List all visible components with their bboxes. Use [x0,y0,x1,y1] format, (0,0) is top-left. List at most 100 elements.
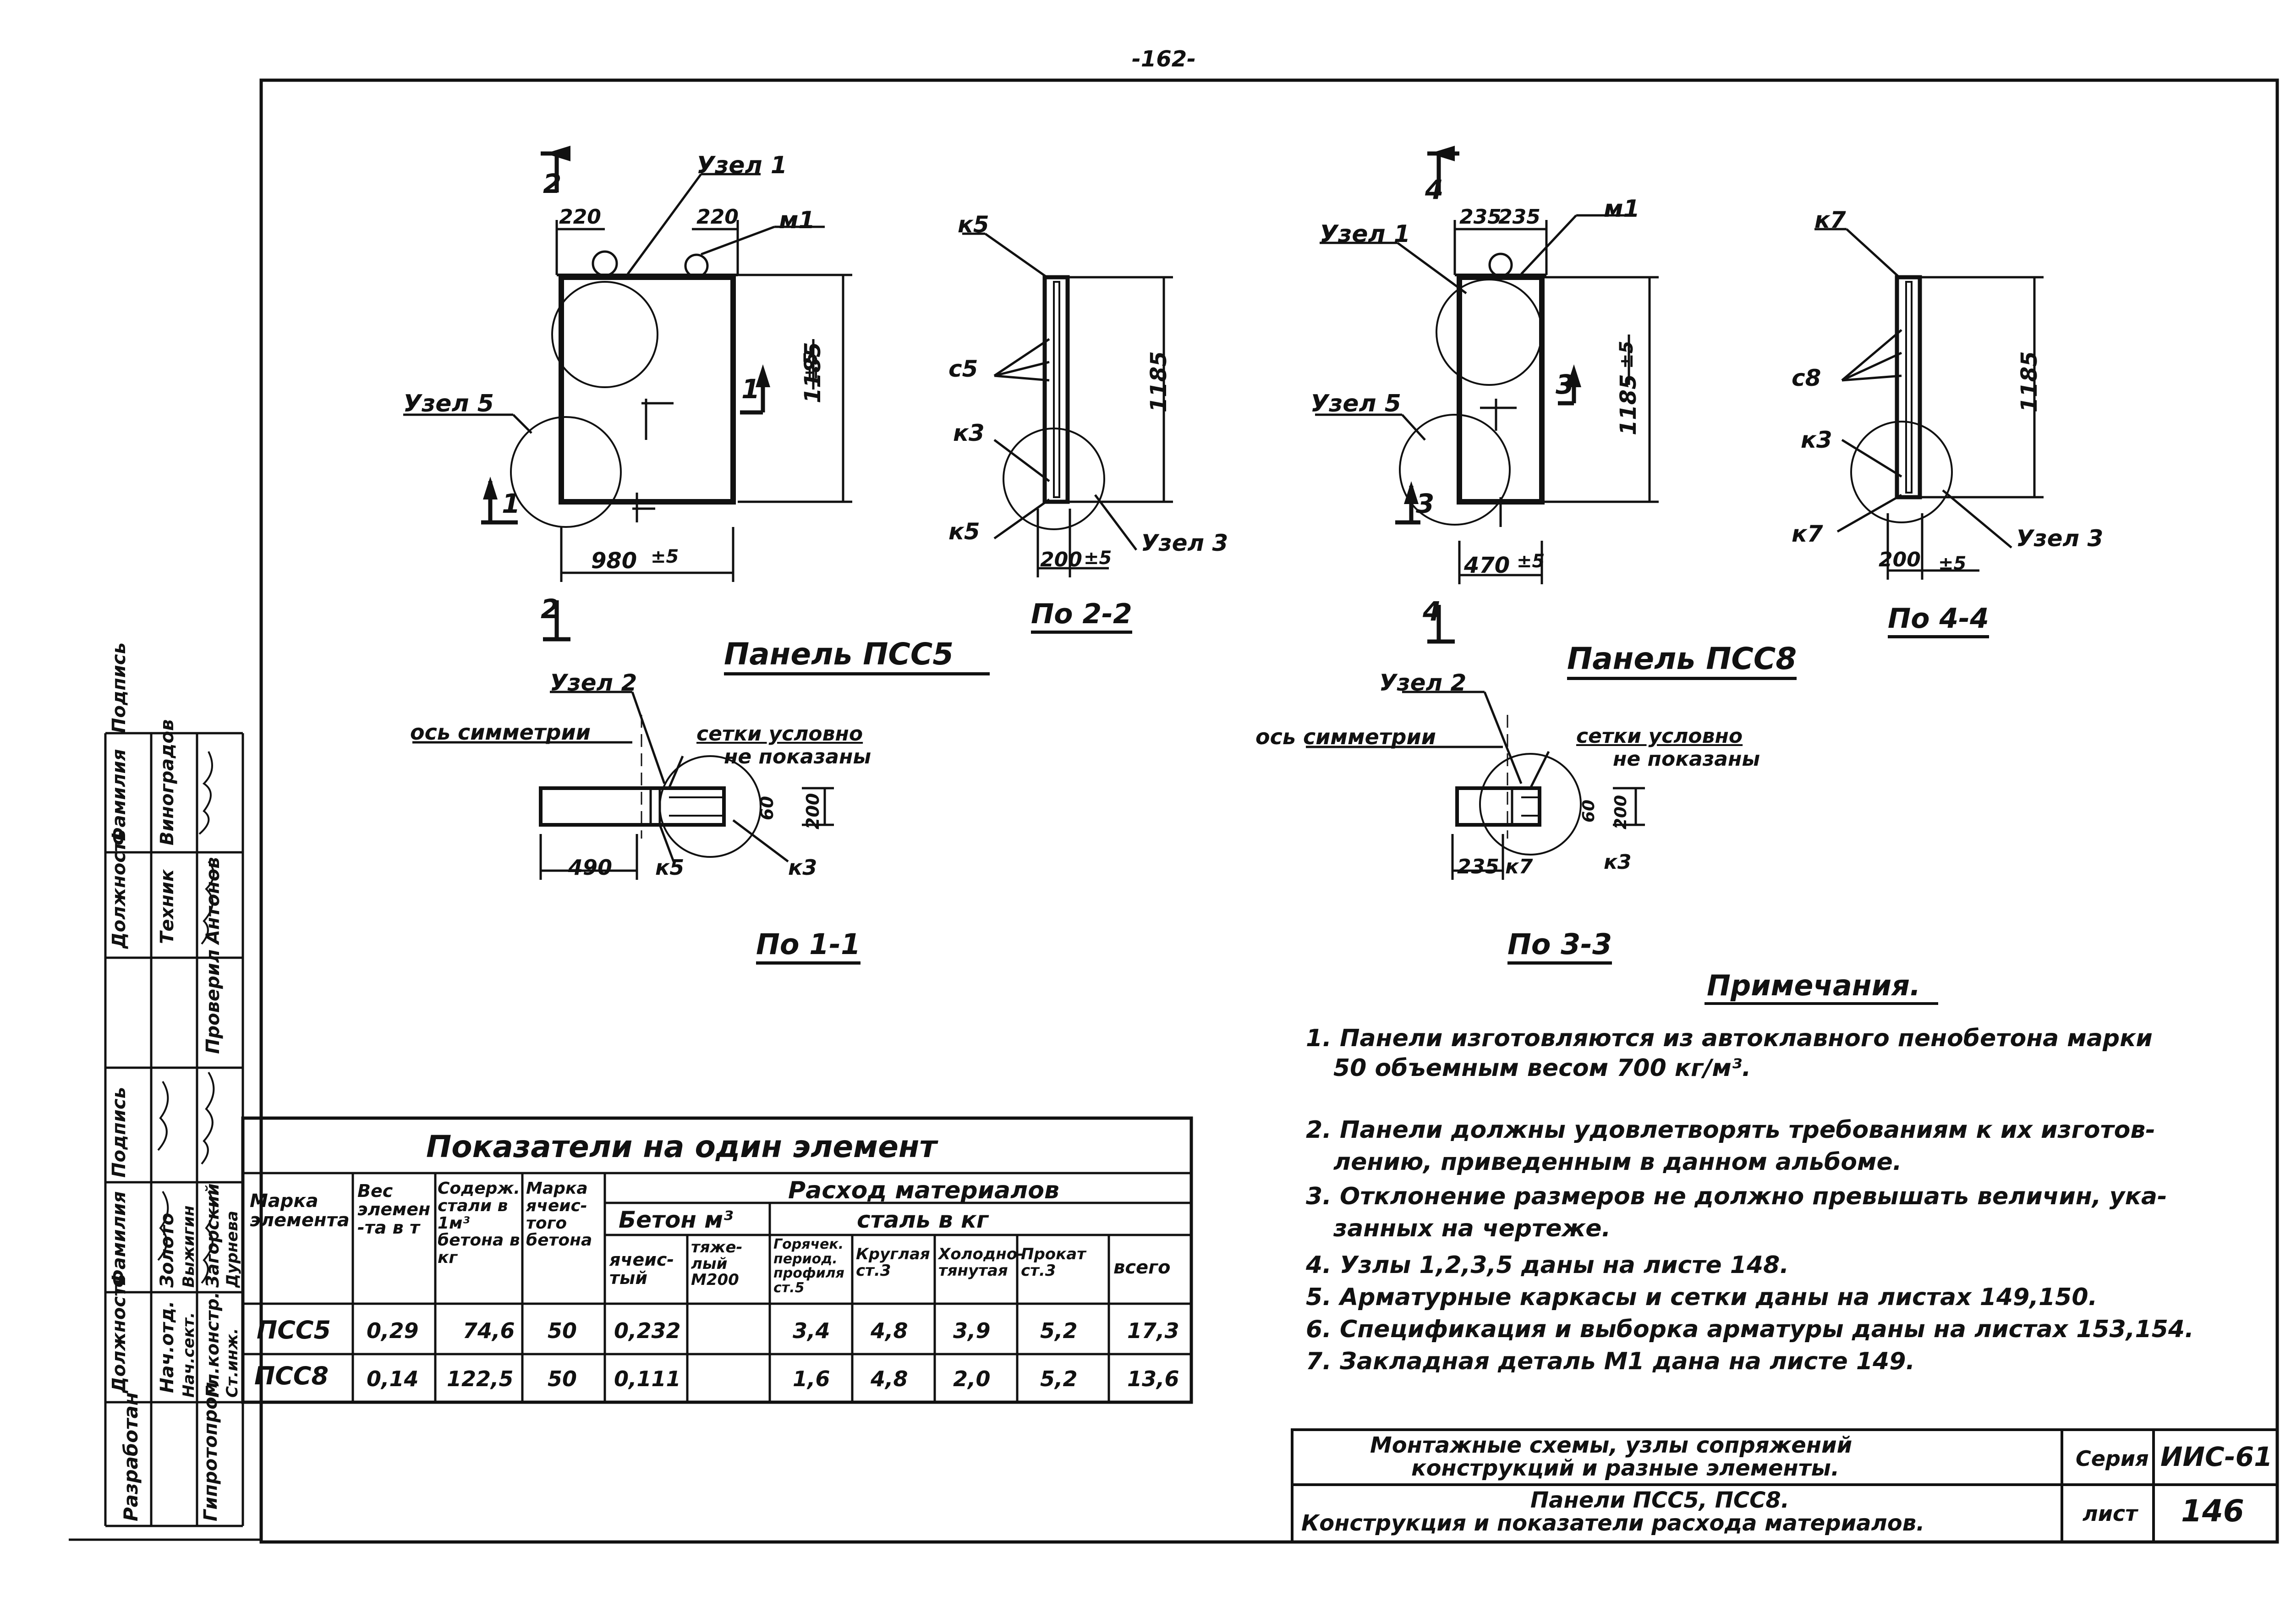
org-giprotoprom: Гипротопром [200,1382,221,1521]
title-line-1: Монтажные схемы, узлы сопряжений [1370,1432,1853,1458]
note-line-9: 6. Спецификация и выборка арматуры даны … [1306,1316,2194,1343]
col-steel-content-header: Содерж. стали в 1м³ бетона в кг [438,1179,520,1267]
col-hot-header: Горячек. период. профиля ст.5 [773,1236,844,1296]
pss5-dim-220-left: 220 [559,205,601,229]
table-title: Показатели на один элемент [426,1129,937,1164]
pss8-elevation [1315,151,1659,644]
pss8-section-mark-4-top: 4 [1425,174,1444,205]
sheet-label: лист [2083,1501,2138,1526]
sec11-k5: к5 [655,855,685,880]
sec22-c5: с5 [948,356,978,382]
row1-round: 4,8 [871,1318,908,1343]
org-developed: Разработан [120,1392,142,1521]
sec33-node2: Узел 2 [1379,669,1467,696]
sec22-k5-top: к5 [958,211,989,238]
sec44-k3: к3 [1801,427,1832,453]
sig-head-dept: Нач.отд. [157,1300,178,1393]
pss8-section-mark-3-left: 3 [1416,488,1435,519]
sec22-dim-tol: ±5 [1084,548,1112,569]
sec11-meshes-note-1: сетки условно [696,722,863,746]
sec33-dim-200: 200 [1611,795,1630,829]
pss5-node5-callout: Узел 5 [403,390,494,417]
pss8-node5-callout: Узел 5 [1310,390,1401,417]
pss8-dim-235-right: 235 [1498,205,1540,229]
pss5-dim-980: 980 [591,548,637,574]
pss5-title: Панель ПСС5 [724,639,990,675]
notes-title: Примечания. [1707,969,1921,1002]
row2-total: 13,6 [1127,1366,1179,1391]
table-materials-header: Расход материалов [788,1177,1059,1204]
sig-senior-engineer: Ст.инж. [223,1328,241,1398]
pss5-section-mark-1-right: 1 [741,373,760,405]
sec33-dim-60: 60 [1579,799,1598,823]
pss8-section-mark-3-right: 3 [1556,369,1574,400]
sec44-c8: с8 [1792,365,1821,391]
sec11-dim-200: 200 [803,793,823,829]
row2-weight: 0,14 [367,1366,419,1391]
section-4-4 [1814,228,2044,580]
sig-technician: Техник [157,869,178,944]
row2-round: 4,8 [871,1366,908,1391]
sec33-k7: к7 [1505,855,1533,878]
sec44-k7-top: к7 [1814,207,1846,233]
col-cellular-grade-header: Марка ячеис- того бетона [526,1179,592,1250]
sheet-frame [259,78,2279,1544]
sec11-k3: к3 [788,855,817,880]
row1-hot: 3,4 [793,1318,830,1343]
col-rolled-header: Прокат ст.3 [1021,1245,1086,1280]
pss5-section-mark-2-top: 2 [543,168,562,199]
sec33-meshes-note-1: сетки условно [1576,724,1743,748]
pss5-dim-tol-v: ±5 [800,352,822,380]
title-block-grid [1291,1428,2279,1543]
note-line-5: 3. Отклонение размеров не должно превыша… [1306,1183,2167,1210]
sec44-dim-1185: 1185 [2017,351,2042,412]
sec11-title: По 1-1 [756,930,861,965]
col-heavy-header: тяже- лый М200 [691,1238,743,1289]
sheet-value: 146 [2181,1493,2244,1529]
pss5-dim-220-right: 220 [696,205,739,229]
pss8-dim-1185: 1185 [1616,374,1641,435]
note-line-1: 1. Панели изготовляются из автоклавного … [1306,1025,2153,1052]
pss5-section-mark-1-left: 1 [502,488,521,519]
col-total-header: всего [1113,1257,1171,1278]
signature-scribbles [157,751,215,1284]
pss5-node1-callout: Узел 1 [696,152,787,179]
pss5-m1-callout: м1 [779,207,815,234]
series-value: ИИС-61 [2160,1441,2273,1472]
note-line-8: 5. Арматурные каркасы и сетки даны на ли… [1306,1284,2098,1311]
sig-header-name-1: Фамилия [109,749,130,845]
note-line-7: 4. Узлы 1,2,3,5 даны на листе 148. [1306,1251,1789,1279]
sec44-k7-bottom: к7 [1792,521,1823,547]
pss5-dim-tol-h: ±5 [651,546,679,567]
row1-steel: 74,6 [463,1318,515,1343]
sec44-dim-200: 200 [1879,548,1921,571]
pss8-dim-tol-v: ±5 [1616,340,1637,369]
sec22-k5-bottom: к5 [948,518,980,545]
section-2-2 [962,232,1173,577]
row2-grade: 50 [548,1366,577,1391]
sig-header-signature-2: Подпись [109,1087,130,1178]
note-line-6: занных на чертеже. [1333,1215,1611,1242]
row1-cold: 3,9 [953,1318,991,1343]
sig-header-position-1: Должность [109,829,130,949]
sec22-title: По 2-2 [1031,600,1132,634]
row1-grade: 50 [548,1318,577,1343]
row2-cellular: 0,111 [614,1366,681,1391]
sec22-k3: к3 [953,420,985,446]
pss5-elevation [403,151,852,642]
page-number: -162- [1132,46,1196,72]
sec22-node3: Узел 3 [1141,530,1228,556]
pss8-dim-235-left: 235 [1459,205,1502,229]
col-round-header: Круглая ст.3 [856,1245,930,1280]
row2-mark: ПСС8 [254,1361,329,1390]
sig-header-signature-1: Подпись [109,642,130,733]
sec11-meshes-note-2: не показаны [724,745,871,768]
col-weight-header: Вес элемен -та в т [357,1181,431,1238]
row1-total: 17,3 [1127,1318,1179,1343]
sig-checked: Проверил [203,949,224,1054]
sec44-dim-tol: ±5 [1938,553,1967,574]
sig-zagorsky: Загорский [203,1183,223,1288]
sec33-meshes-note-2: не показаны [1613,747,1760,771]
pss8-title: Панель ПСС8 [1567,644,1797,680]
